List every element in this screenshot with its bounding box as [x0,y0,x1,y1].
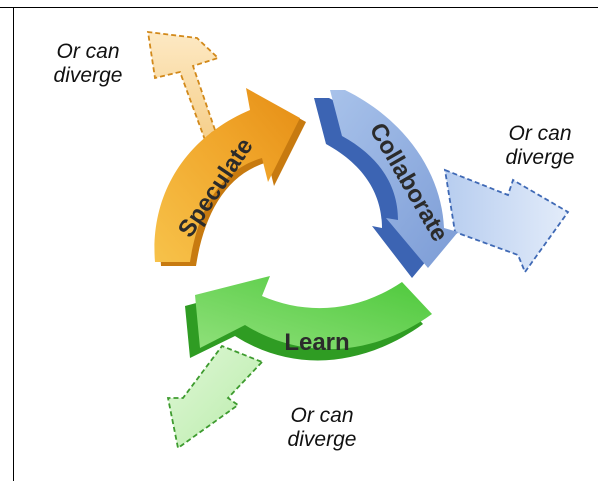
frame-border-left [13,7,14,481]
diverge-label-right: Or can diverge [490,122,590,170]
diverge-label-line1: Or can [508,122,572,145]
diverge-arrow-learn [166,344,264,450]
diverge-label-top-left: Or can diverge [38,40,138,88]
speculate-arrow [154,88,300,262]
diverge-label-line2: diverge [53,64,123,87]
collaborate-arrow [330,90,458,268]
learn-arrow [195,276,432,350]
diverge-arrow-collaborate [443,168,570,274]
diverge-label-bottom: Or can diverge [272,404,372,452]
diverge-label-line2: diverge [287,428,357,451]
diverge-arrow-speculate [146,30,220,142]
frame-border-top [0,7,598,8]
stage-label-learn: Learn [284,329,349,356]
diverge-label-line1: Or can [56,40,120,63]
diverge-label-line1: Or can [290,404,354,427]
diverge-label-line2: diverge [505,146,575,169]
